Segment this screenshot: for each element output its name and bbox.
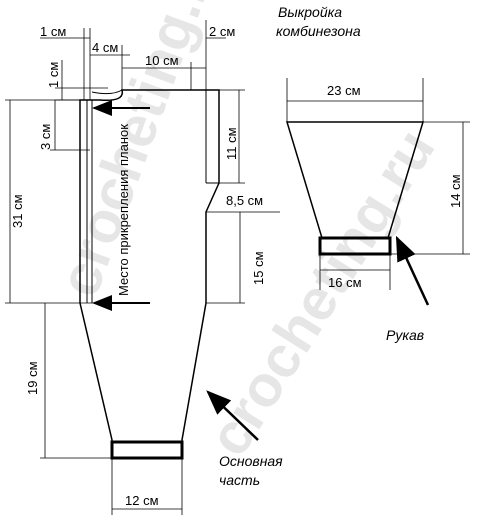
dim-right-8-5: 8,5 см (226, 193, 263, 208)
main-part-label-2: часть (219, 472, 260, 488)
dim-top-2: 2 см (209, 24, 235, 39)
dim-left-3: 3 см (38, 124, 53, 150)
dim-left-19: 19 см (25, 361, 40, 395)
sleeve-label: Рукав (386, 327, 424, 343)
dim-top-4: 4 см (92, 40, 118, 55)
dim-right-11: 11 см (224, 127, 239, 160)
watermark: crocheting.ru crocheting.ru (46, 0, 447, 467)
placket-label: Место прикрепления планок (116, 124, 131, 296)
dim-sleeve-14: 14 см (448, 174, 463, 208)
dim-left-1: 1 см (46, 62, 61, 88)
main-part-label-1: Основная (219, 453, 283, 469)
sleeve-arrow (395, 235, 430, 306)
title-line-2: комбинезона (276, 23, 361, 39)
dim-left-31: 31 см (10, 194, 25, 228)
dim-sleeve-23: 23 см (327, 83, 361, 98)
sleeve-dimension-lines (286, 78, 470, 290)
main-arrows (92, 100, 259, 441)
dim-bottom-12: 12 см (125, 493, 159, 508)
dim-right-15: 15 см (251, 251, 266, 285)
watermark-text-2: crocheting.ru (196, 118, 448, 467)
sleeve-outline (285, 121, 425, 256)
main-dimension-lines (5, 20, 280, 515)
dim-top-10: 10 см (145, 53, 179, 68)
title-line-1: Выкройка (278, 4, 342, 20)
dim-top-1: 1 см (40, 24, 66, 39)
dim-sleeve-16: 16 см (328, 275, 362, 290)
